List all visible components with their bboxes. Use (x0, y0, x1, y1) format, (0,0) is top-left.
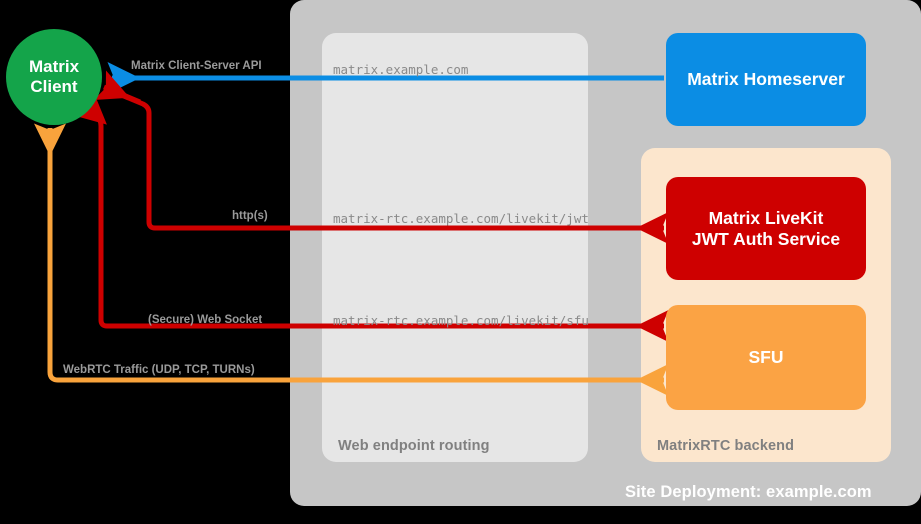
edge-livekit-jwt-arrow (93, 70, 141, 105)
node-jwt-auth-service-line1: Matrix LiveKit (708, 207, 824, 228)
node-jwt-auth-service[interactable]: Matrix LiveKit JWT Auth Service (666, 177, 866, 280)
panel-label-site-deployment: Site Deployment: example.com (625, 483, 872, 501)
node-matrix-homeserver-label: Matrix Homeserver (687, 69, 845, 90)
panel-label-web-endpoint-routing: Web endpoint routing (338, 438, 490, 454)
node-sfu-label: SFU (748, 347, 784, 368)
endpoint-label-matrix: matrix.example.com (333, 62, 469, 77)
panel-web-endpoint-routing (322, 33, 588, 462)
node-matrix-client[interactable]: Matrix Client (6, 29, 102, 125)
node-jwt-auth-service-line2: JWT Auth Service (691, 228, 841, 249)
panel-label-matrixrtc-backend: MatrixRTC backend (657, 438, 795, 454)
edge-label-https: http(s) (232, 210, 268, 222)
endpoint-label-livekit-sfu: matrix-rtc.example.com/livekit/sfu (333, 313, 589, 328)
node-sfu[interactable]: SFU (666, 305, 866, 410)
edge-label-client-server-api: Matrix Client-Server API (131, 60, 262, 72)
endpoint-label-livekit-jwt: matrix-rtc.example.com/livekit/jwt (333, 211, 589, 226)
edge-label-webrtc-traffic: WebRTC Traffic (UDP, TCP, TURNs) (63, 364, 255, 376)
edge-label-web-socket: (Secure) Web Socket (148, 314, 263, 326)
node-matrix-client-line2: Client (30, 77, 78, 96)
node-matrix-homeserver[interactable]: Matrix Homeserver (666, 33, 866, 126)
node-matrix-client-line1: Matrix (28, 56, 80, 76)
